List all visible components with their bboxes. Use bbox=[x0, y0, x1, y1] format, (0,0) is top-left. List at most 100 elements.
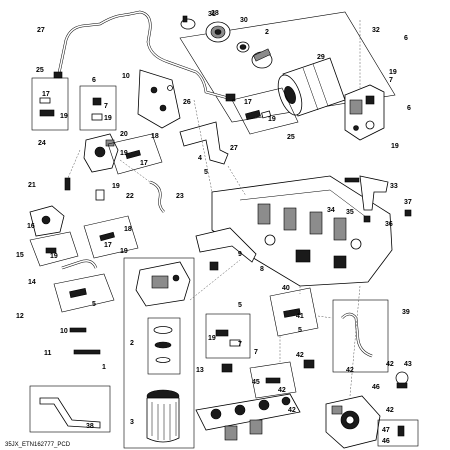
callout-33: 32 bbox=[372, 27, 380, 34]
part-26-mounting-plate bbox=[137, 69, 181, 129]
part-3-filter-bowl bbox=[146, 389, 180, 443]
callout-15: 15 bbox=[16, 252, 24, 259]
callout-42-d: 42 bbox=[386, 361, 394, 368]
part-13-elbow bbox=[221, 363, 233, 373]
callout-32: 31 bbox=[208, 11, 216, 18]
part-21-sensor bbox=[64, 177, 71, 191]
callout-45: 43 bbox=[404, 361, 412, 368]
callout-19-f: 19 bbox=[120, 248, 128, 255]
part-38-nut bbox=[404, 209, 412, 217]
callout-35: 34 bbox=[327, 207, 335, 214]
callout-19-h: 19 bbox=[208, 335, 216, 342]
callout-19-left: 19 bbox=[60, 113, 68, 120]
part-6-middle-kit bbox=[205, 313, 251, 359]
part-11-bolt bbox=[73, 349, 101, 355]
callout-6-topright: 6 bbox=[404, 35, 408, 42]
callout-5-d: 5 bbox=[298, 327, 302, 334]
callout-7-mid: 7 bbox=[238, 341, 242, 348]
callout-17-right: 17 bbox=[244, 99, 252, 106]
callout-34: 33 bbox=[390, 183, 398, 190]
part-41-kit bbox=[269, 287, 319, 337]
callout-39: 39 bbox=[402, 309, 410, 316]
part-22-sensor bbox=[95, 189, 105, 201]
callout-2-top: 2 bbox=[265, 29, 269, 36]
part-35-bolt bbox=[344, 177, 360, 183]
figure-id: 35JX_ETN162777_PCD bbox=[5, 442, 71, 448]
callout-48: 47 bbox=[382, 427, 390, 434]
callout-17-mid: 17 bbox=[140, 160, 148, 167]
part-14-tube bbox=[61, 259, 98, 270]
callout-6-right: 6 bbox=[407, 105, 411, 112]
part-31-cap bbox=[205, 21, 231, 43]
callout-17-lower: 17 bbox=[104, 242, 112, 249]
callout-22: 22 bbox=[126, 193, 134, 200]
callout-30: 29 bbox=[317, 54, 325, 61]
callout-43: 42 bbox=[288, 407, 296, 414]
callout-10-top: 10 bbox=[122, 73, 130, 80]
callout-27: 27 bbox=[230, 145, 238, 152]
callout-42-b: 42 bbox=[346, 367, 354, 374]
part-2-filter-element-top bbox=[251, 48, 273, 69]
callout-20: 20 bbox=[120, 131, 128, 138]
callout-7-left: 7 bbox=[104, 103, 108, 110]
callout-3: 3 bbox=[130, 419, 134, 426]
callout-42-e: 42 bbox=[386, 407, 394, 414]
part-27-bracket bbox=[179, 121, 229, 165]
callout-24: 24 bbox=[38, 140, 46, 147]
callout-21: 21 bbox=[28, 182, 36, 189]
part-25-right-kit bbox=[231, 87, 299, 135]
part-28-fuel-line bbox=[53, 10, 236, 102]
engine-block bbox=[211, 175, 393, 287]
callout-36: 35 bbox=[346, 209, 354, 216]
placement-lines bbox=[67, 20, 361, 397]
part-15-kit bbox=[29, 231, 79, 267]
callout-40: 38 bbox=[86, 423, 94, 430]
part-1-filter-assembly-box bbox=[123, 257, 195, 449]
part-47-kit-box bbox=[377, 419, 419, 447]
callout-16: 16 bbox=[27, 223, 35, 230]
callout-17-left: 17 bbox=[42, 91, 50, 98]
callout-5-c: 5 bbox=[238, 302, 242, 309]
part-10-bolt bbox=[69, 327, 87, 333]
callout-31: 30 bbox=[240, 17, 248, 24]
callout-25-left: 25 bbox=[36, 67, 44, 74]
callout-23: 23 bbox=[176, 193, 184, 200]
part-46-kit bbox=[249, 361, 297, 399]
callout-29: 28 bbox=[211, 10, 219, 17]
callout-26: 26 bbox=[183, 99, 191, 106]
filter-assembly-group bbox=[179, 11, 396, 141]
part-18-lower-kit bbox=[83, 215, 139, 259]
part-39-tube-kit bbox=[332, 299, 389, 373]
callout-42-c: 42 bbox=[278, 387, 286, 394]
part-20-pump-head bbox=[83, 133, 119, 173]
callout-18-lower: 18 bbox=[124, 226, 132, 233]
part-8-bracket bbox=[195, 227, 257, 263]
callout-19-c: 19 bbox=[268, 116, 276, 123]
part-40-bracket-box bbox=[29, 385, 111, 433]
callout-37: 36 bbox=[385, 221, 393, 228]
callout-19-g: 19 bbox=[50, 253, 58, 260]
callout-11: 11 bbox=[44, 350, 52, 357]
callout-1: 1 bbox=[102, 364, 106, 371]
callout-44: 42 bbox=[296, 352, 304, 359]
callout-42-a: 41 bbox=[296, 313, 304, 320]
part-23-tube bbox=[149, 180, 165, 213]
part-32-valve bbox=[180, 15, 196, 30]
callout-12: 12 bbox=[16, 313, 24, 320]
callout-41: 40 bbox=[282, 285, 290, 292]
callout-8: 8 bbox=[260, 266, 264, 273]
callout-19-right: 19 bbox=[391, 143, 399, 150]
part-9-nut bbox=[209, 261, 219, 271]
part-45-sensor bbox=[395, 371, 409, 389]
callout-14: 14 bbox=[28, 279, 36, 286]
callout-5-b: 5 bbox=[92, 301, 96, 308]
part-34-bracket bbox=[359, 175, 389, 211]
filter-head-block bbox=[344, 84, 385, 141]
part-25-left-kit bbox=[31, 77, 69, 131]
callout-10-b: 10 bbox=[60, 328, 68, 335]
callout-25-right: 25 bbox=[287, 134, 295, 141]
injection-pump bbox=[325, 395, 381, 449]
callout-19-b: 19 bbox=[104, 115, 112, 122]
part-44-fitting bbox=[303, 359, 315, 369]
